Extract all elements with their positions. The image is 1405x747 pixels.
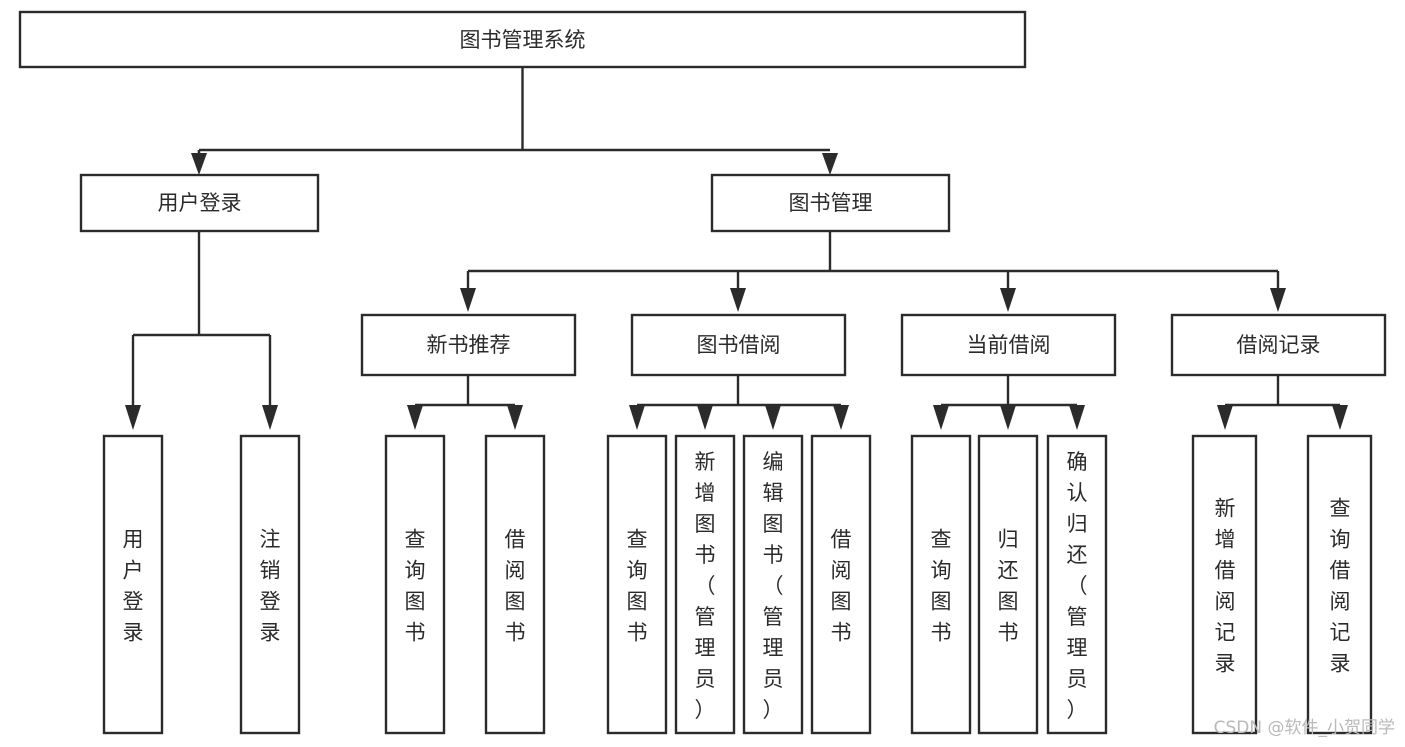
- arrow-leaf-query-book-3: [933, 405, 949, 430]
- node-leaf-add-book[interactable]: 新增图书（管理员）: [674, 434, 736, 735]
- node-leaf-query-book-3-box[interactable]: [910, 434, 972, 735]
- arrow-leaf-query-book-2: [629, 405, 645, 430]
- arrow-borrow-record: [1270, 288, 1286, 312]
- node-leaf-edit-book[interactable]: 编辑图书（管理员）: [742, 434, 804, 735]
- arrow-leaf-user-login: [125, 405, 141, 430]
- node-leaf-user-login-label: 用户登录: [123, 528, 144, 645]
- node-leaf-logout-login[interactable]: 注销登录: [239, 434, 301, 735]
- arrow-leaf-add-book: [697, 405, 713, 430]
- arrow-book-borrow: [730, 288, 746, 312]
- node-leaf-borrow-book-1-box[interactable]: [484, 434, 546, 735]
- arrow-leaf-add-record: [1217, 405, 1233, 430]
- node-root-box[interactable]: [18, 10, 1027, 69]
- node-leaf-borrow-book-2-label: 借阅图书: [831, 528, 852, 645]
- node-book-manage[interactable]: 图书管理: [710, 173, 951, 233]
- arrow-current-borrow: [1000, 288, 1016, 312]
- node-leaf-logout-login-label: 注销登录: [260, 528, 281, 645]
- arrow-new-book-rec: [460, 288, 476, 312]
- node-leaf-query-book-2-label: 查询图书: [627, 528, 648, 645]
- node-leaf-add-record-label: 新增借阅记录: [1215, 497, 1236, 676]
- node-book-borrow-box[interactable]: [630, 313, 847, 377]
- node-leaf-add-record-box[interactable]: [1191, 434, 1258, 735]
- node-leaf-query-record-label: 查询借阅记录: [1330, 497, 1351, 676]
- arrow-leaf-edit-book: [765, 405, 781, 430]
- arrow-leaf-borrow-book-1: [507, 405, 523, 430]
- node-leaf-borrow-book-2[interactable]: 借阅图书: [810, 434, 872, 735]
- node-leaf-query-record[interactable]: 查询借阅记录: [1306, 434, 1373, 735]
- node-borrow-record-label: 借阅记录: [1237, 333, 1321, 357]
- node-leaf-query-book-1-box[interactable]: [384, 434, 446, 735]
- node-leaf-confirm-return-box[interactable]: [1046, 434, 1108, 735]
- node-root[interactable]: 图书管理系统: [18, 10, 1027, 69]
- node-leaf-query-book-3-label: 查询图书: [931, 528, 952, 645]
- node-user-login[interactable]: 用户登录: [79, 173, 320, 233]
- node-leaf-query-book-1-label: 查询图书: [405, 528, 426, 645]
- csdn-watermark: CSDN @软件_小贺同学: [1214, 718, 1395, 738]
- node-leaf-borrow-book-1-label: 借阅图书: [505, 528, 526, 645]
- arrow-leaf-query-record: [1332, 405, 1348, 430]
- node-borrow-record-box[interactable]: [1170, 313, 1387, 377]
- node-root-label: 图书管理系统: [460, 28, 586, 52]
- node-borrow-record[interactable]: 借阅记录: [1170, 313, 1387, 377]
- node-leaf-edit-book-label: 编辑图书（管理员）: [763, 450, 784, 722]
- arrow-book-manage: [822, 153, 838, 175]
- node-book-borrow-label: 图书借阅: [697, 333, 781, 357]
- node-user-login-box[interactable]: [79, 173, 320, 233]
- node-current-borrow[interactable]: 当前借阅: [900, 313, 1117, 377]
- node-leaf-query-book-2[interactable]: 查询图书: [606, 434, 668, 735]
- node-leaf-user-login[interactable]: 用户登录: [102, 434, 164, 735]
- node-leaf-query-book-3[interactable]: 查询图书: [910, 434, 972, 735]
- node-leaf-query-record-box[interactable]: [1306, 434, 1373, 735]
- node-leaf-query-book-2-box[interactable]: [606, 434, 668, 735]
- node-user-login-label: 用户登录: [158, 191, 242, 215]
- node-book-borrow[interactable]: 图书借阅: [630, 313, 847, 377]
- node-leaf-borrow-book-1[interactable]: 借阅图书: [484, 434, 546, 735]
- arrow-user-login: [191, 153, 207, 175]
- node-leaf-add-record[interactable]: 新增借阅记录: [1191, 434, 1258, 735]
- arrow-leaf-borrow-book-2: [833, 405, 849, 430]
- arrow-leaf-logout-login: [262, 405, 278, 430]
- arrow-leaf-confirm-return: [1069, 405, 1085, 430]
- connectors-layer: [125, 67, 1348, 430]
- node-leaf-add-book-label: 新增图书（管理员）: [695, 450, 716, 722]
- node-book-manage-label: 图书管理: [789, 191, 873, 215]
- node-leaf-borrow-book-2-box[interactable]: [810, 434, 872, 735]
- node-current-borrow-box[interactable]: [900, 313, 1117, 377]
- node-new-book-rec-box[interactable]: [360, 313, 577, 377]
- node-book-manage-box[interactable]: [710, 173, 951, 233]
- node-new-book-rec[interactable]: 新书推荐: [360, 313, 577, 377]
- node-leaf-edit-book-box[interactable]: [742, 434, 804, 735]
- node-new-book-rec-label: 新书推荐: [427, 333, 511, 357]
- arrow-leaf-return-book: [1000, 405, 1016, 430]
- node-leaf-confirm-return[interactable]: 确认归还（管理员）: [1046, 434, 1108, 735]
- node-leaf-return-book-label: 归还图书: [998, 528, 1019, 645]
- node-leaf-add-book-box[interactable]: [674, 434, 736, 735]
- node-leaf-user-login-box[interactable]: [102, 434, 164, 735]
- node-leaf-logout-login-box[interactable]: [239, 434, 301, 735]
- node-leaf-confirm-return-label: 确认归还（管理员）: [1067, 450, 1088, 722]
- node-leaf-query-book-1[interactable]: 查询图书: [384, 434, 446, 735]
- node-current-borrow-label: 当前借阅: [967, 333, 1051, 357]
- node-leaf-return-book[interactable]: 归还图书: [977, 434, 1039, 735]
- node-leaf-return-book-box[interactable]: [977, 434, 1039, 735]
- arrow-leaf-query-book-1: [407, 405, 423, 430]
